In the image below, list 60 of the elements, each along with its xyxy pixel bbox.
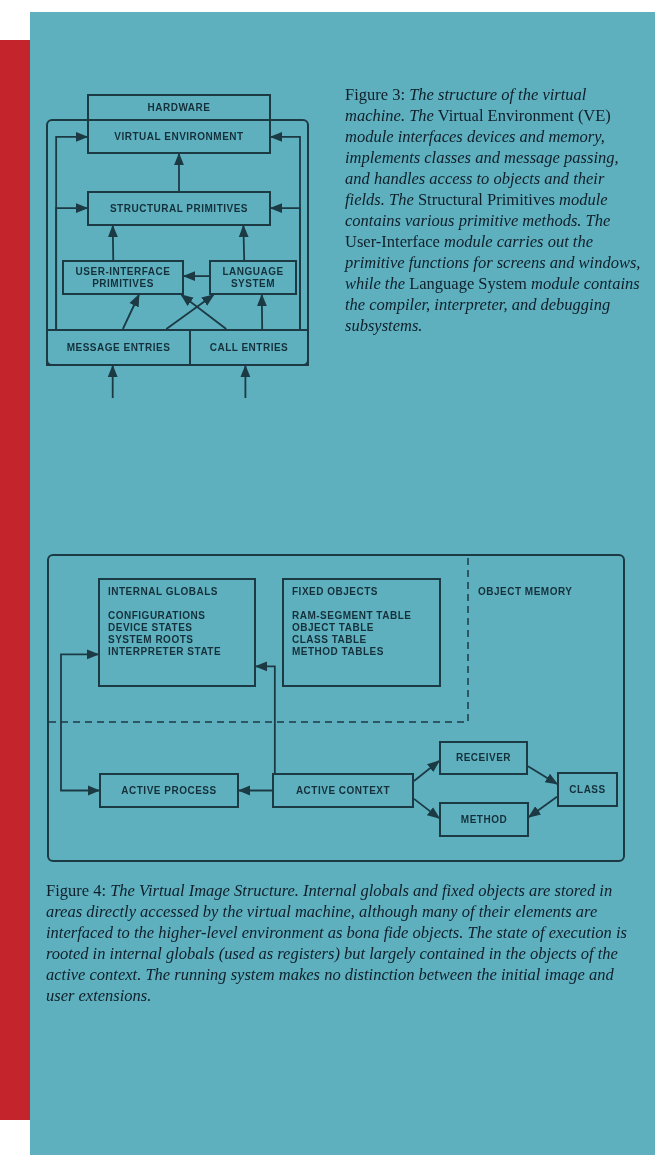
- arrow: [269, 203, 301, 330]
- list-item: INTERPRETER STATE: [108, 646, 222, 658]
- figure-caption: Figure 3: The structure of the virtual machine. The Virtual Environment (VE) module interfaces devices and memory, implements classes and message passing, and handles access to objects and their fields. The Structural Primitives module contains various primitive methods. The User-Interface module carries out the primitive functions for screens and windows, while the Language System module contains the compiler, interpreter, and debugging subsystems.: [345, 84, 642, 336]
- box-label: ACTIVE PROCESS: [121, 784, 217, 797]
- module-box: [99, 773, 239, 808]
- list-item: METHOD TABLES: [292, 646, 384, 658]
- box-label: ACTIVE CONTEXT: [295, 784, 391, 797]
- box-label: LANGUAGE SYSTEM: [221, 265, 285, 290]
- module-box: [87, 94, 271, 121]
- box-label: MESSAGE ENTRIES: [66, 341, 171, 354]
- arrow: [60, 649, 101, 796]
- box-label: CLASS: [569, 783, 606, 796]
- arrow: [121, 293, 140, 330]
- box-label: HARDWARE: [147, 101, 211, 114]
- arrow: [237, 785, 273, 796]
- frame-border: [46, 119, 309, 366]
- box-label: METHOD: [460, 813, 508, 826]
- arrow: [256, 293, 267, 330]
- frame-border: [47, 554, 625, 862]
- module-box: [87, 119, 271, 154]
- box-label: RECEIVER: [455, 752, 512, 764]
- figure-caption: Figure 4: The Virtual Image Structure. Internal globals and fixed objects are stored in areas directly accessed by the virtual machine, although many of their elements are interfaced to the higher-level environment as bona fide objects. The state of execution is rooted in internal globals (used as registers) but largely contained in the objects of the active context. The running system makes no distinction between the initial image and user extensions.: [46, 880, 628, 1006]
- list-item: CLASS TABLE: [292, 634, 367, 646]
- arrow: [413, 760, 440, 782]
- arrow: [254, 661, 276, 774]
- box-label: STRUCTURAL PRIMITIVES: [109, 202, 249, 215]
- box-label: CALL ENTRIES: [209, 341, 289, 354]
- arrow: [240, 364, 251, 399]
- arrow: [107, 364, 118, 399]
- list-item: OBJECT TABLE: [292, 622, 374, 634]
- module-box: [272, 773, 414, 808]
- arrow: [180, 294, 228, 330]
- module-box: [557, 772, 618, 807]
- module-box: [87, 191, 271, 226]
- list-item: CONFIGURATIONS: [108, 610, 206, 622]
- list-item: RAM-SEGMENT TABLE: [292, 610, 412, 622]
- arrow: [527, 765, 559, 785]
- module-box: [62, 260, 184, 295]
- memory-area-box: [282, 578, 441, 687]
- module-box: [209, 260, 297, 295]
- arrow: [182, 271, 210, 282]
- module-box: [439, 741, 528, 775]
- box-label: USER-INTERFACE PRIMITIVES: [74, 265, 172, 290]
- list-item: SYSTEM ROOTS: [108, 634, 194, 646]
- memory-area-box: [98, 578, 256, 687]
- arrow: [528, 795, 558, 818]
- arrow: [165, 294, 215, 330]
- arrow: [238, 224, 249, 261]
- arrow: [173, 152, 185, 192]
- box-label: VIRTUAL ENVIRONMENT: [114, 130, 244, 143]
- arrow: [55, 203, 89, 330]
- area-heading: FIXED OBJECTS: [292, 586, 378, 598]
- arrow: [413, 798, 440, 819]
- arrow: [107, 224, 118, 261]
- area-heading: INTERNAL GLOBALS: [108, 586, 219, 598]
- module-box: [439, 802, 529, 837]
- module-box: [189, 329, 309, 366]
- list-item: DEVICE STATES: [108, 622, 193, 634]
- area-label: OBJECT MEMORY: [478, 586, 573, 597]
- module-box: [46, 329, 191, 366]
